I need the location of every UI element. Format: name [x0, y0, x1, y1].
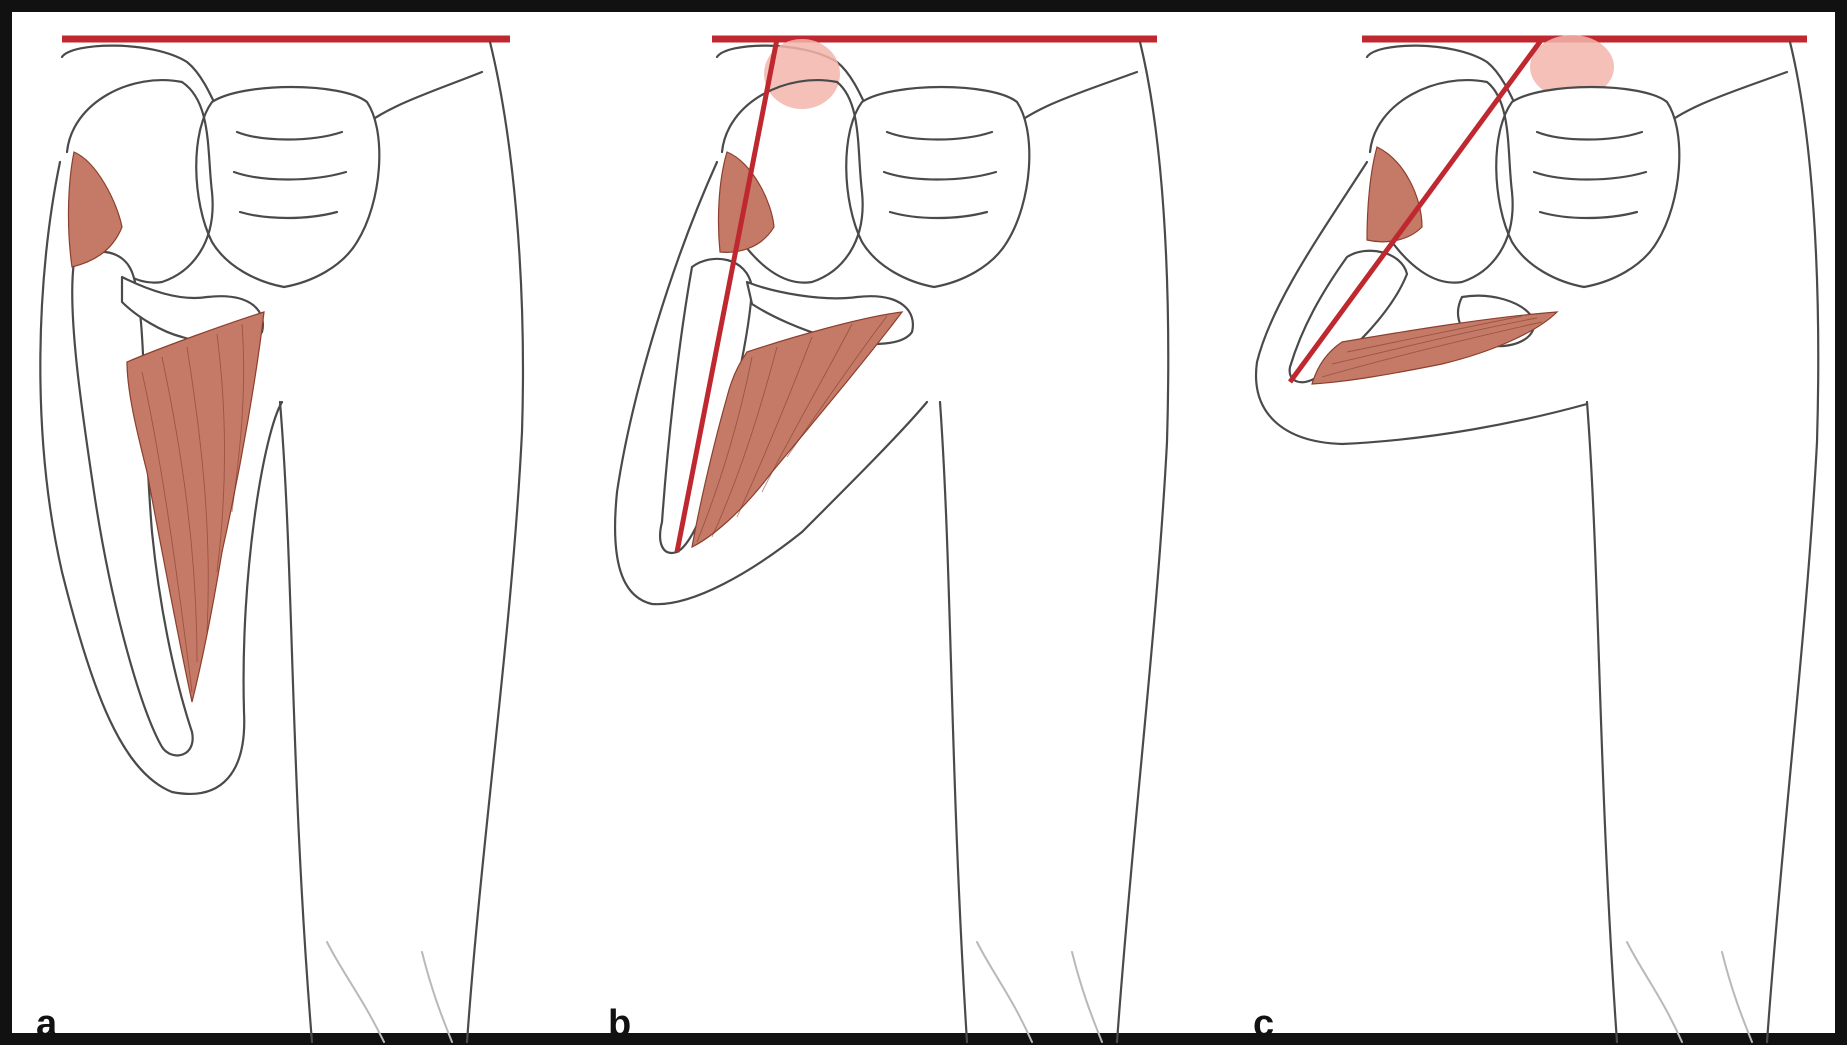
panel-a-sacrum	[196, 87, 379, 287]
panel-a-inner-leg-outline	[280, 402, 312, 1042]
panel-b-inner-leg-outline	[940, 402, 967, 1042]
panel-a-label: a	[36, 1005, 57, 1043]
panel-b	[615, 39, 1168, 1042]
panel-b-knee-contour	[977, 942, 1102, 1042]
panel-c-sacrum	[1496, 87, 1679, 287]
panel-c-inner-leg-outline	[1587, 402, 1617, 1042]
panel-b-sacrum	[846, 87, 1029, 287]
illustration-canvas	[12, 12, 1847, 1057]
panel-a-standing-leg-outline	[467, 42, 523, 1042]
panel-a-upper-muscle	[68, 152, 122, 267]
panel-b-label: b	[608, 1005, 631, 1043]
panel-c	[1256, 35, 1818, 1042]
panel-a-knee-contour	[327, 942, 452, 1042]
panel-b-standing-leg-outline	[1117, 42, 1168, 1042]
panel-c-standing-leg-outline	[1767, 42, 1818, 1042]
panel-c-label: c	[1253, 1005, 1274, 1043]
panel-c-upper-muscle	[1367, 147, 1422, 242]
panel-c-knee-contour	[1627, 942, 1752, 1042]
panel-a	[40, 39, 523, 1042]
